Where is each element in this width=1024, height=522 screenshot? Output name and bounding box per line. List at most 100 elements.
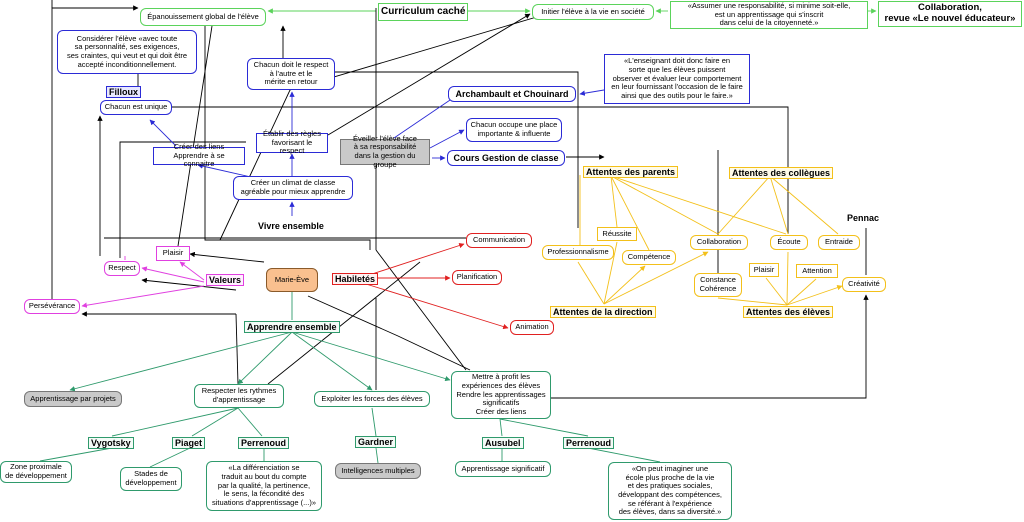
node-zone-proximale[interactable]: Zone proximale de développement	[0, 461, 72, 483]
connector	[786, 285, 843, 306]
label-perrenoud-left[interactable]: Perrenoud	[238, 437, 290, 449]
node-apprentissage-par-projets[interactable]: Apprentissage par projets	[24, 391, 122, 407]
quote-assumer-responsabilite[interactable]: «Assumer une responsabilité, si minime s…	[670, 1, 868, 29]
node-respect[interactable]: Respect	[104, 261, 140, 276]
connector	[786, 251, 789, 306]
connector	[429, 129, 465, 149]
node-mettre-a-profit[interactable]: Mettre à profit les expériences des élèv…	[451, 371, 551, 419]
connector	[371, 407, 377, 437]
connector	[587, 447, 661, 463]
connector	[149, 119, 177, 147]
node-creativite[interactable]: Créativité	[842, 277, 886, 292]
node-eveiller-responsabilite[interactable]: Éveiller l'élève face à sa responsabilit…	[340, 134, 430, 168]
label-vygotsky[interactable]: Vygotsky	[88, 437, 134, 449]
node-ecoute[interactable]: Écoute	[770, 235, 808, 250]
node-epanouissement[interactable]: Épanouissement global de l'élève	[140, 8, 266, 26]
connector	[291, 331, 373, 391]
connector	[393, 95, 457, 139]
label-attentes-eleves[interactable]: Attentes des élèves	[743, 306, 834, 318]
label-gardner[interactable]: Gardner	[355, 436, 397, 448]
node-etablir-regles[interactable]: Établir des règles favorisant le respect	[256, 129, 328, 155]
label-pennac[interactable]: Pennac	[847, 213, 880, 223]
connector	[786, 278, 817, 306]
label-piaget[interactable]: Piaget	[172, 437, 206, 449]
label-vivre-ensemble[interactable]: Vivre ensemble	[258, 221, 324, 231]
quote-enseignant[interactable]: «L'enseignant doit donc faire en sorte q…	[604, 54, 750, 104]
label-curriculum-cache[interactable]: Curriculum caché	[378, 3, 469, 21]
node-cours-gestion-classe[interactable]: Cours Gestion de classe	[447, 150, 565, 166]
node-marie-eve-center[interactable]: Marie-Ève	[266, 268, 318, 292]
node-apprentissage-significatif[interactable]: Apprentissage significatif	[455, 461, 551, 477]
connector	[327, 13, 531, 136]
label-perrenoud-right[interactable]: Perrenoud	[563, 437, 615, 449]
node-intelligences-multiples[interactable]: Intelligences multiples	[335, 463, 421, 479]
connector	[335, 71, 579, 228]
node-planification[interactable]: Planification	[452, 270, 502, 285]
node-archambault-chouinard[interactable]: Archambault et Chouinard	[448, 86, 576, 102]
connector	[365, 283, 509, 330]
connector	[375, 249, 467, 371]
connector	[69, 331, 293, 392]
connector	[603, 265, 646, 305]
connector	[179, 261, 205, 281]
node-reussite[interactable]: Réussite	[597, 227, 637, 241]
label-habiletes[interactable]: Habiletés	[332, 273, 379, 285]
node-entraide[interactable]: Entraide	[818, 235, 860, 250]
quote-differenciation[interactable]: «La différenciation se traduit au bout d…	[206, 461, 322, 511]
connector	[39, 447, 113, 462]
node-competence[interactable]: Compétence	[622, 250, 676, 265]
connector	[365, 242, 465, 277]
node-climat-classe[interactable]: Créer un climat de classe agréable pour …	[233, 176, 353, 200]
connector	[603, 251, 709, 305]
label-attentes-direction[interactable]: Attentes de la direction	[550, 306, 656, 318]
label-filloux[interactable]: Filloux	[106, 86, 141, 98]
connector	[141, 277, 237, 291]
label-attentes-parents[interactable]: Attentes des parents	[583, 166, 679, 178]
node-chacun-doit-respect[interactable]: Chacun doit le respect à l'autre et le m…	[247, 58, 335, 90]
quote-ecole-vie[interactable]: «On peut imaginer une école plus proche …	[608, 462, 732, 520]
connector	[499, 418, 503, 437]
connector	[189, 251, 265, 263]
label-valeurs[interactable]: Valeurs	[206, 274, 245, 286]
node-collaboration[interactable]: Collaboration	[690, 235, 748, 250]
connector	[111, 407, 239, 437]
connector	[610, 175, 787, 235]
connector	[204, 26, 371, 250]
node-stades-developpement[interactable]: Stades de développement	[120, 467, 182, 491]
connector	[765, 277, 788, 306]
connector	[769, 175, 789, 235]
node-constance-coherence[interactable]: Constance Cohérence	[694, 273, 742, 297]
node-perseverance[interactable]: Persévérance	[24, 299, 80, 314]
connector	[141, 266, 205, 283]
node-creer-liens[interactable]: Créer des liens Apprendre à se connaitre	[153, 142, 245, 168]
node-plaisir-eleves[interactable]: Plaisir	[749, 263, 779, 277]
label-ausubel[interactable]: Ausubel	[482, 437, 524, 449]
node-animation[interactable]: Animation	[510, 320, 554, 335]
connector	[579, 89, 605, 96]
quote-filloux[interactable]: Considérer l'élève «avec toute sa person…	[57, 30, 197, 74]
connector	[177, 25, 213, 247]
node-initier-vie-societe[interactable]: Initier l'élève à la vie en société	[532, 4, 654, 20]
node-chacun-occupe-place[interactable]: Chacun occupe une place importante & inf…	[466, 118, 562, 142]
node-exploiter-forces[interactable]: Exploiter les forces des élèves	[314, 391, 430, 407]
node-collaboration-revue[interactable]: Collaboration, revue «Le nouvel éducateu…	[878, 1, 1022, 27]
label-attentes-collegues[interactable]: Attentes des collègues	[729, 167, 834, 179]
connector	[717, 175, 771, 235]
label-apprendre-ensemble[interactable]: Apprendre ensemble	[244, 321, 340, 333]
connector	[119, 141, 246, 258]
node-attention[interactable]: Attention	[796, 264, 838, 278]
connector	[610, 175, 618, 228]
node-chacun-unique[interactable]: Chacun est unique	[100, 100, 172, 115]
connector	[577, 261, 605, 305]
node-communication[interactable]: Communication	[466, 233, 532, 248]
connector	[769, 175, 839, 235]
node-plaisir-valeurs[interactable]: Plaisir	[156, 246, 190, 261]
connector	[603, 241, 618, 305]
connector	[717, 297, 788, 306]
connector	[610, 175, 650, 251]
connector	[235, 313, 239, 385]
connector	[375, 447, 379, 464]
node-respecter-rythmes[interactable]: Respecter les rythmes d'apprentissage	[194, 384, 284, 408]
node-professionnalisme[interactable]: Professionnalisme	[542, 245, 614, 260]
